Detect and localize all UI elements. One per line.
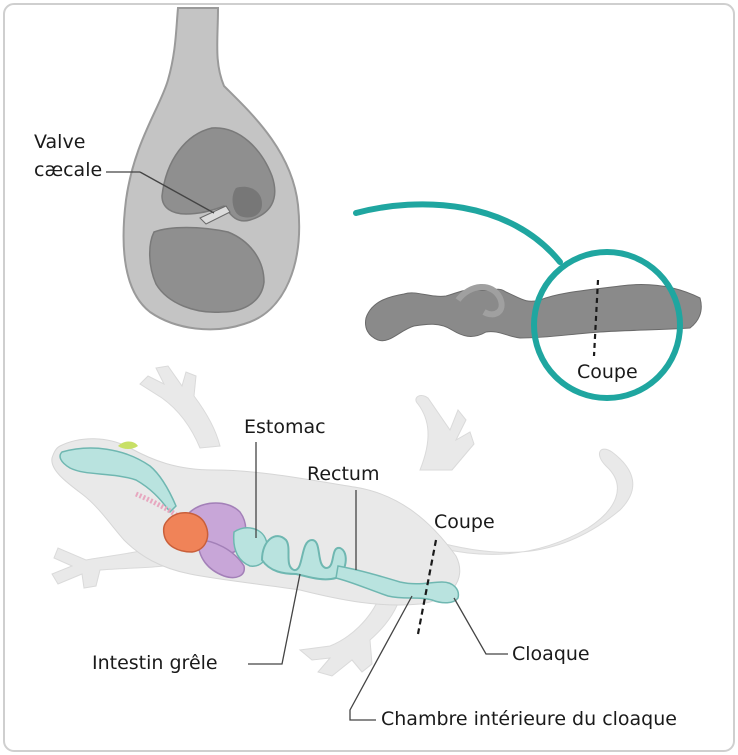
label-intestin: Intestin grêle <box>92 652 218 674</box>
liver <box>164 513 208 552</box>
label-cloaque: Cloaque <box>512 643 590 665</box>
label-coupe-body: Coupe <box>434 511 495 533</box>
label-valve-line1: Valve <box>34 131 85 153</box>
label-coupe-inset: Coupe <box>577 361 638 383</box>
label-rectum: Rectum <box>307 463 379 485</box>
label-valve-line2: cæcale <box>34 159 102 181</box>
label-estomac: Estomac <box>244 416 326 438</box>
label-chambre: Chambre intérieure du cloaque <box>381 708 677 730</box>
